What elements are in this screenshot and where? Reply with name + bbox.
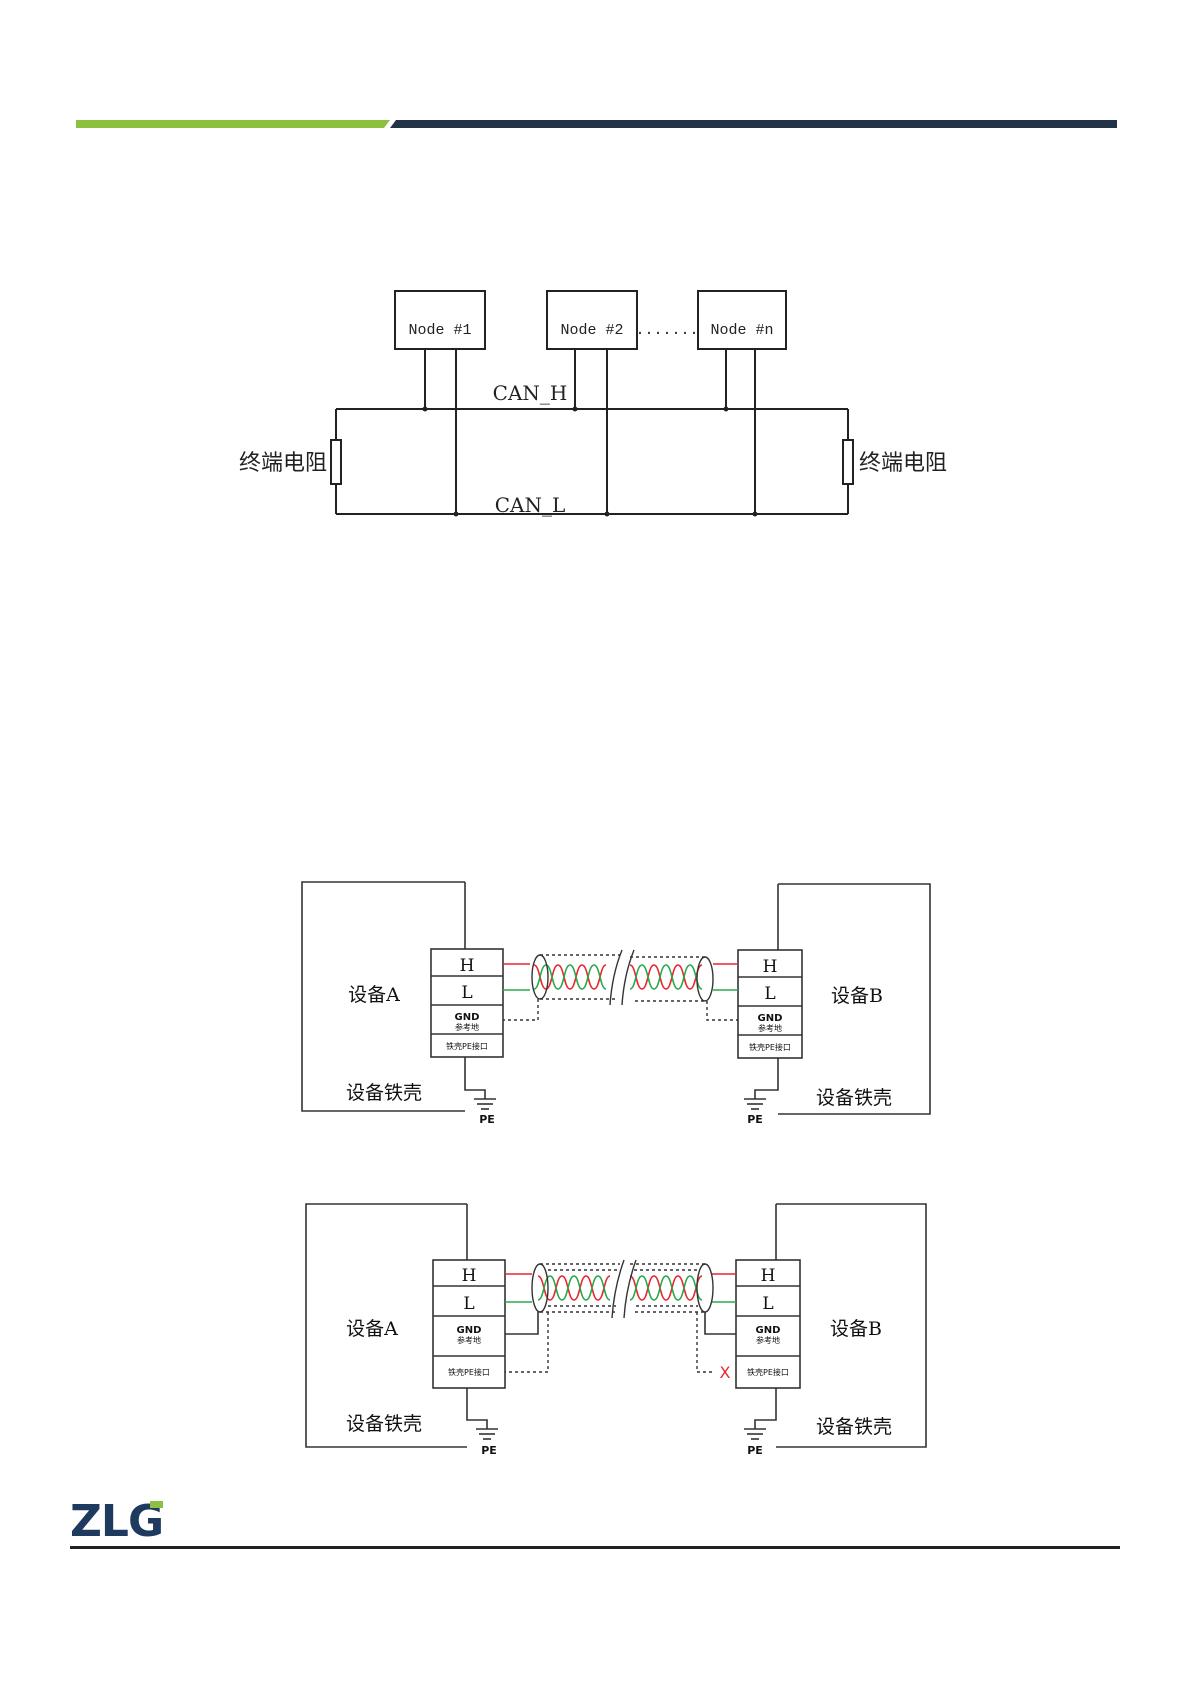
terminal-h-a-1: H [460,956,475,976]
terminal-h-a-2: H [462,1266,477,1286]
header-navy-bar [390,120,1117,128]
pe-label-b-2: PE [747,1444,763,1457]
pe-disconnect-mark: X [720,1363,731,1382]
gnd-b-2: GND [756,1325,781,1336]
device-a-label-2: 设备A [346,1318,398,1340]
terminator-label-left: 终端电阻 [239,451,327,476]
gnd-a-1: GND [455,1012,480,1023]
footer: ZLG [70,1496,1120,1549]
terminal-l-b-1: L [764,984,775,1004]
terminal-h-b-2: H [761,1266,776,1286]
pe-port-b-1: 铁壳PE接口 [749,1042,791,1052]
can-h-label: CAN_H [493,381,568,405]
terminal-h-b-1: H [763,957,778,977]
wiring-diagram-1: H L GND 参考地 铁壳PE接口 H L GND 参考地 铁壳PE接口 设备… [302,882,930,1126]
gnd-b-1: GND [758,1013,783,1024]
terminal-l-a-2: L [463,1294,474,1314]
terminator-label-right: 终端电阻 [859,451,947,476]
device-a-label-1: 设备A [348,984,400,1006]
enclosure-a-label-2: 设备铁壳 [346,1413,422,1435]
gnd-sub-b-2: 参考地 [756,1335,780,1345]
can-l-label: CAN_L [495,493,566,517]
gnd-sub-a-2: 参考地 [457,1335,481,1345]
pe-port-a-1: 铁壳PE接口 [446,1041,488,1051]
header-bar [76,120,1117,128]
pe-label-a-2: PE [481,1444,497,1457]
can-bus-junctions [423,407,758,517]
enclosure-b-label-1: 设备铁壳 [816,1087,892,1109]
device-b-label-1: 设备B [831,985,883,1007]
zlg-logo: ZLG [70,1496,163,1547]
enclosure-b-label-2: 设备铁壳 [816,1416,892,1438]
terminal-l-b-2: L [762,1294,773,1314]
zlg-logo-green-mark [150,1501,163,1508]
gnd-sub-b-1: 参考地 [758,1023,782,1033]
right-terminator-resistor [843,440,853,484]
pe-label-b-1: PE [747,1113,763,1126]
node-box-1 [395,291,485,349]
gnd-a-2: GND [457,1325,482,1336]
terminal-l-a-1: L [461,983,472,1003]
pe-label-a-1: PE [479,1113,495,1126]
node-label-1: Node #1 [408,322,471,339]
gnd-sub-a-1: 参考地 [455,1022,479,1032]
header-green-bar [76,120,390,128]
node-label-n: Node #n [710,322,773,339]
device-b-label-2: 设备B [830,1318,882,1340]
node-box-2 [547,291,637,349]
node-label-2: Node #2 [560,322,623,339]
left-terminator-resistor [331,440,341,484]
wiring-diagram-2: X H L GND 参考地 铁壳PE接口 H L GND 参考地 铁壳PE接口 … [306,1204,926,1457]
enclosure-a-label-1: 设备铁壳 [346,1082,422,1104]
node-ellipsis: ....... [635,322,698,339]
pe-port-a-2: 铁壳PE接口 [448,1367,490,1377]
footer-rule [70,1546,1120,1549]
pe-port-b-2: 铁壳PE接口 [747,1367,789,1377]
can-bus-labels: Node #1 Node #2 Node #n ....... CAN_H CA… [239,322,947,517]
node-box-n [698,291,786,349]
